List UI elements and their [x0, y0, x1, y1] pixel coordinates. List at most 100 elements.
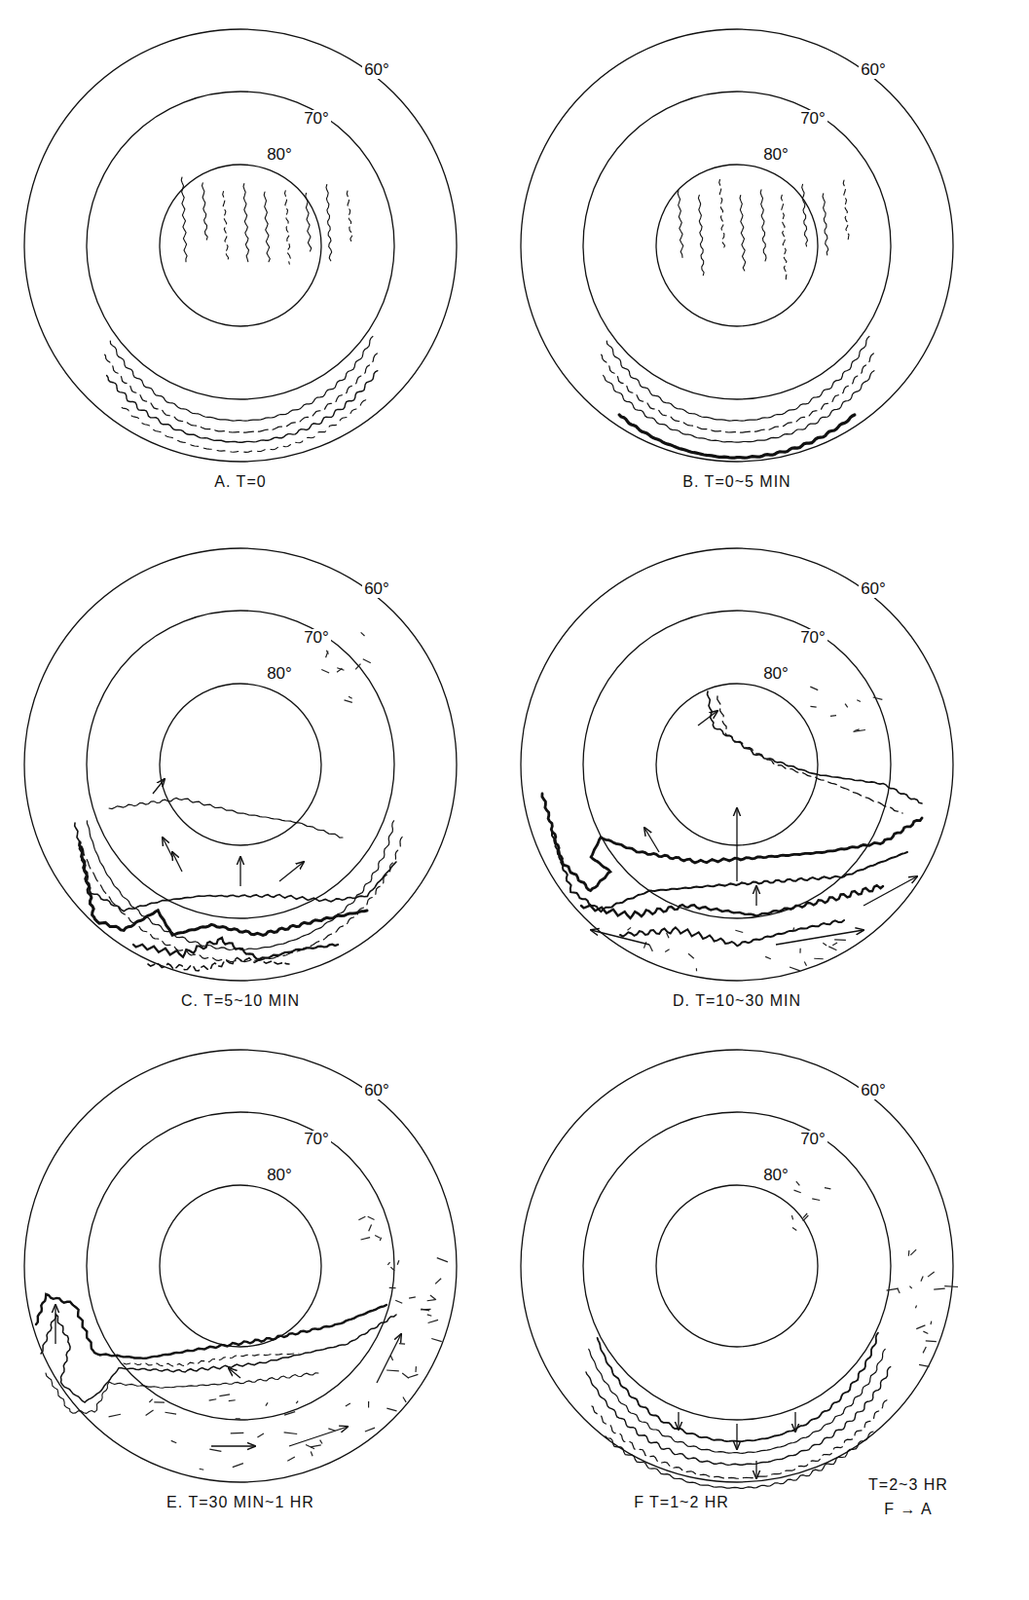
aurora-patch	[437, 1257, 448, 1262]
aurora-patch	[427, 1299, 436, 1301]
aurora-patch	[792, 926, 795, 932]
aurora-arc	[586, 1366, 891, 1466]
aurora-arc	[597, 1332, 879, 1441]
latitude-label: 70°	[798, 628, 828, 648]
aurora-patch	[430, 1294, 437, 1300]
aurora-arc	[707, 691, 923, 804]
aurora-arc	[581, 884, 883, 919]
aurora-patch	[664, 949, 669, 953]
aurora-patch	[918, 1363, 929, 1366]
aurora-patch	[390, 1355, 393, 1360]
aurora-patch	[845, 703, 848, 708]
aurora-arc	[677, 190, 684, 258]
panel-caption: F → A	[882, 1500, 934, 1518]
aurora-patch	[171, 1439, 178, 1442]
latitude-circle	[583, 610, 891, 919]
aurora-patch	[408, 1296, 416, 1298]
aurora-patch	[944, 1285, 958, 1287]
aurora-patch	[395, 1299, 403, 1303]
aurora-arc	[620, 919, 845, 946]
aurora-patch	[310, 1444, 322, 1447]
aurora-arc	[822, 193, 829, 256]
aurora-patch	[811, 1198, 820, 1201]
latitude-circle	[520, 1049, 954, 1482]
motion-arrow	[698, 710, 718, 726]
aurora-patch	[791, 1214, 793, 1219]
aurora-patch	[908, 1249, 911, 1256]
aurora-patch	[929, 1321, 932, 1325]
aurora-patch	[735, 929, 743, 932]
motion-arrow	[677, 1411, 679, 1430]
panel-caption: C. T=5~10 MIN	[179, 992, 302, 1010]
aurora-patch	[344, 699, 353, 702]
aurora-patch	[374, 1235, 380, 1239]
aurora-arc	[263, 191, 270, 262]
aurora-patch	[355, 663, 361, 670]
aurora-patch	[873, 697, 883, 699]
aurora-patch	[915, 1305, 917, 1309]
latitude-circle	[24, 1049, 457, 1482]
motion-arrow	[54, 1304, 56, 1344]
latitude-label: 60°	[858, 580, 888, 599]
aurora-patch	[320, 1439, 323, 1444]
latitude-label: 80°	[761, 664, 791, 684]
aurora-patch	[420, 1308, 430, 1311]
motion-arrow	[172, 851, 183, 872]
aurora-patch	[856, 699, 861, 702]
aurora-patch	[925, 1339, 937, 1342]
aurora-patch	[284, 1432, 298, 1434]
aurora-arc	[606, 335, 870, 421]
aurora-patch	[348, 696, 353, 699]
aurora-arc	[45, 1372, 319, 1414]
motion-arrow	[863, 876, 918, 906]
aurora-patch	[345, 1402, 351, 1406]
aurora-patch	[386, 1407, 397, 1411]
aurora-patch	[420, 1308, 431, 1311]
aurora-arc	[305, 192, 312, 252]
aurora-patch	[428, 1319, 439, 1323]
latitude-label: 80°	[264, 1166, 294, 1185]
aurora-patch	[265, 1401, 268, 1405]
panel-caption: F T=1~2 HR	[631, 1493, 732, 1511]
aurora-patch	[109, 1413, 121, 1417]
aurora-patch	[387, 1261, 390, 1265]
latitude-circle	[86, 610, 395, 919]
aurora-patch	[832, 942, 838, 946]
aurora-arc	[123, 1353, 299, 1366]
aurora-arc	[222, 191, 229, 261]
aurora-patch	[688, 953, 695, 958]
latitude-label: 70°	[301, 628, 331, 648]
latitude-circle	[656, 164, 818, 327]
aurora-patch	[284, 1411, 295, 1415]
aurora-patch	[368, 1224, 372, 1232]
aurora-patch	[886, 1287, 899, 1290]
latitude-label: 70°	[301, 1130, 331, 1149]
aurora-patch	[326, 651, 329, 659]
aurora-patch	[910, 1249, 917, 1255]
aurora-patch	[235, 1417, 241, 1419]
aurora-arc	[104, 353, 378, 433]
latitude-circle	[24, 29, 457, 462]
aurora-patch	[626, 926, 631, 930]
aurora-patch	[796, 1180, 801, 1185]
aurora-patch	[830, 714, 837, 717]
latitude-label: 70°	[798, 110, 828, 129]
aurora-patch	[305, 1444, 315, 1449]
aurora-patch	[310, 1450, 313, 1456]
aurora-patch	[920, 1276, 923, 1282]
aurora-patch	[389, 1286, 397, 1288]
motion-arrow	[735, 808, 737, 882]
aurora-arc	[551, 832, 908, 912]
motion-arrow	[775, 929, 864, 945]
aurora-patch	[435, 1278, 441, 1285]
motion-arrow	[162, 837, 173, 857]
aurora-patch	[336, 667, 342, 672]
aurora-arc	[147, 956, 290, 971]
aurora-patch	[199, 1468, 205, 1470]
panel-caption: D. T=10~30 MIN	[670, 992, 804, 1010]
aurora-arc	[40, 1314, 397, 1402]
aurora-patch	[666, 932, 669, 938]
motion-arrow	[794, 1411, 796, 1432]
